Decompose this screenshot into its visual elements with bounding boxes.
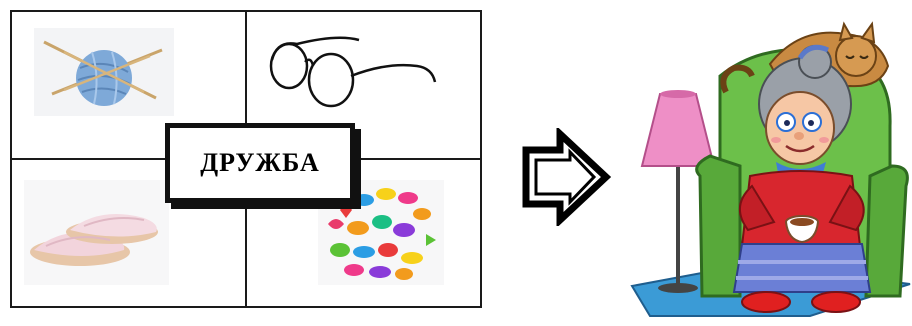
eyeglasses-icon: [267, 32, 442, 117]
grandmother-illustration: [630, 16, 912, 326]
concept-word-box: ДРУЖБА: [165, 123, 355, 203]
association-grid: [10, 10, 482, 308]
slippers-icon: [24, 180, 169, 285]
yarn-ball-icon: [34, 28, 174, 116]
concept-word: ДРУЖБА: [200, 148, 320, 177]
right-arrow-icon: [520, 125, 612, 231]
